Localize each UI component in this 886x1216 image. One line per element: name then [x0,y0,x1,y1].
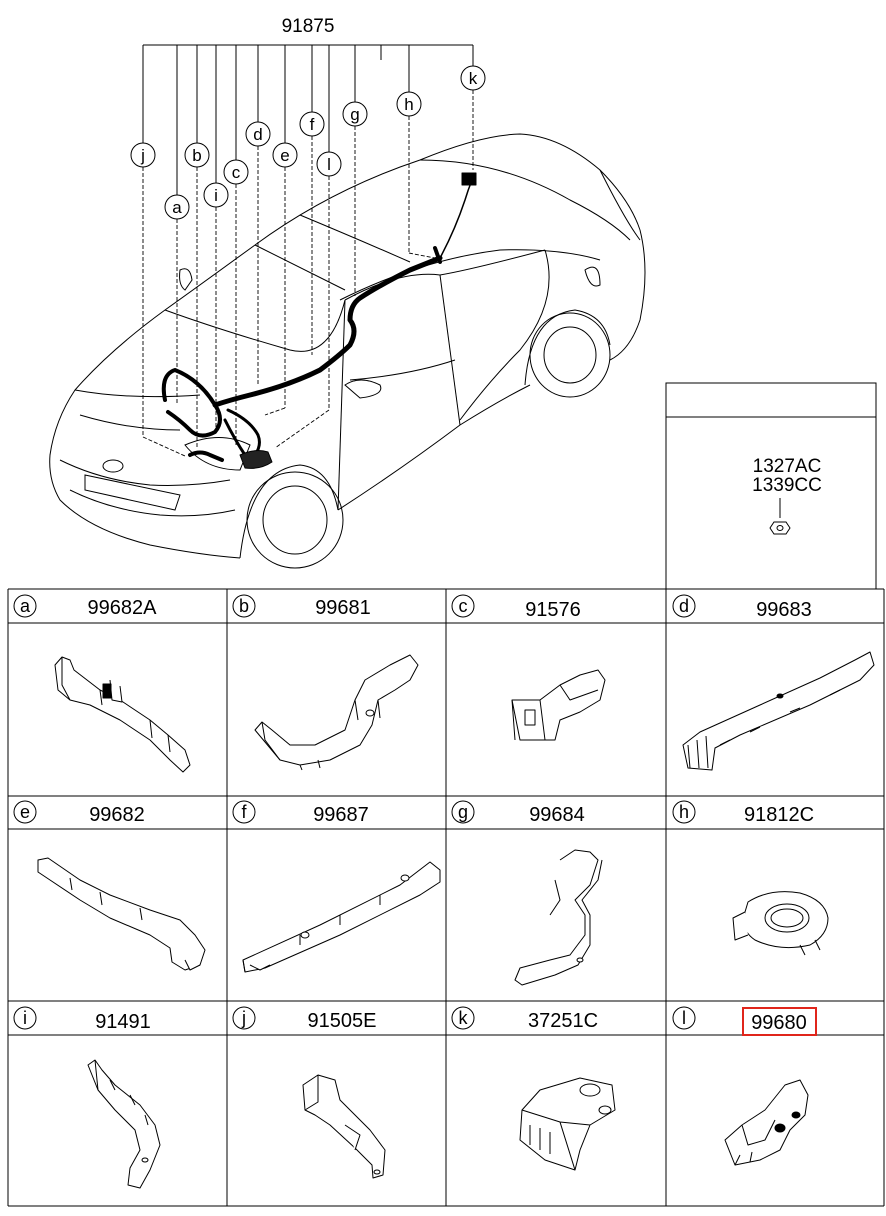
car-outline [49,133,646,569]
part-letter-j: j [241,1008,246,1028]
part-number-i: 91491 [95,1011,151,1033]
part-number-f: 99687 [313,804,369,826]
callout-leaders [142,90,474,457]
protector-clip-icon [724,1079,809,1166]
part-number-a: 99682A [88,597,158,619]
protector-bracket-icon [54,656,191,773]
callout-e-label: e [280,146,289,165]
part-cell-l[interactable]: l 99680 [672,1006,817,1036]
protector-channel-icon [242,861,441,973]
part-number-b: 99681 [315,597,371,619]
part-cell-e: e 99682 [13,800,145,826]
callout-d: d [245,121,271,147]
callout-j-label: j [140,146,145,165]
part-number-g: 99684 [529,804,585,826]
protector-elbow-icon [511,669,606,741]
protector-hook-icon [87,1059,161,1189]
protector-arm-icon [37,857,206,971]
part-number-c: 91576 [525,599,581,621]
callout-b: b [184,142,210,168]
callout-d-label: d [253,125,262,144]
part-number-l[interactable]: 99680 [751,1012,807,1034]
part-cell-d: d 99683 [672,594,812,621]
part-letter-k: k [459,1008,469,1028]
callout-c: c [223,159,249,185]
callout-bracket [142,44,474,195]
part-number-j: 91505E [308,1010,377,1032]
protector-s-bend-icon [514,849,603,986]
grommet-icon [732,891,829,956]
part-cell-f: f 99687 [232,800,369,826]
part-cell-i: i 91491 [13,1006,151,1033]
protector-cover-icon [302,1074,386,1179]
part-number-highlight [742,1007,817,1036]
callout-k: k [460,65,486,91]
part-cell-h: h 91812C [672,800,814,826]
part-number-e: 99682 [89,804,145,826]
part-letter-g: g [458,802,468,822]
callout-e: e [272,142,298,168]
callout-l-label: l [327,155,331,174]
part-letter-c: c [459,596,468,616]
hex-nut-icon [769,521,791,535]
callout-i-label: i [214,186,218,205]
callout-b-label: b [192,146,201,165]
callout-l: l [316,151,342,177]
side-box-code-1: 1327AC [753,456,822,477]
protector-long-icon [682,651,875,771]
callout-f: f [299,111,325,137]
part-letter-i: i [23,1008,27,1028]
callout-j: j [130,142,156,168]
part-letter-h: h [679,802,689,822]
callout-a-label: a [172,198,182,217]
part-cell-k: k 37251C [451,1006,598,1032]
callout-f-label: f [310,115,315,134]
part-number-k: 37251C [528,1010,598,1032]
callout-a: a [164,194,190,220]
callout-g: g [342,101,368,127]
callout-i: i [203,182,229,208]
wiring-harness [161,172,477,469]
fuse-box-cover-icon [519,1077,616,1171]
part-letter-e: e [20,802,30,822]
part-cell-c: c 91576 [451,594,581,621]
part-letter-d: d [679,596,689,616]
part-cell-g: g 99684 [451,800,585,826]
part-letter-l: l [682,1008,686,1028]
side-box: 1327AC 1339CC [665,382,877,590]
protector-curved-icon [254,654,419,771]
callout-c-label: c [232,163,241,182]
side-box-code-2: 1339CC [752,475,822,496]
main-part-number: 91875 [282,16,335,37]
callout-k-label: k [469,69,478,88]
parts-grid [7,383,885,1207]
part-cell-a: a 99682A [13,594,158,619]
part-letter-f: f [241,802,247,822]
part-letter-a: a [20,596,31,616]
part-letter-b: b [239,596,249,616]
part-cell-j: j 91505E [232,1006,377,1032]
part-number-d: 99683 [756,599,812,621]
part-cell-b: b 99681 [232,594,371,619]
part-number-h: 91812C [744,804,814,826]
callout-h-label: h [404,95,413,114]
callout-g-label: g [350,105,359,124]
callout-h: h [396,91,422,117]
